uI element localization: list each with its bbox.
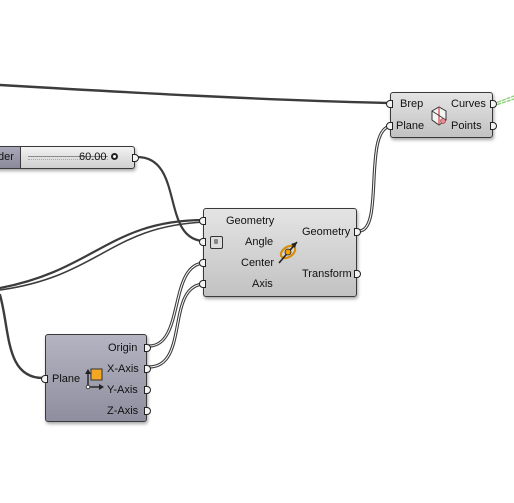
wire-geometry-to-plane[interactable]	[357, 124, 394, 233]
number-slider[interactable]: der 60.00	[0, 146, 139, 169]
input-geometry: Geometry	[226, 215, 275, 227]
plane-component[interactable]: Plane Origin X-Axis Y-Axis Z-Axis	[41, 334, 151, 422]
geometry-output-grip[interactable]	[354, 228, 361, 236]
slider-output-grip[interactable]	[132, 154, 139, 162]
wire-to-geometry-b[interactable]	[0, 221, 206, 291]
rotate-icon	[278, 241, 298, 264]
slider-track[interactable]	[28, 156, 108, 160]
output-origin: Origin	[108, 342, 138, 354]
output-x-axis: X-Axis	[107, 363, 139, 375]
slider-handle[interactable]	[111, 153, 118, 160]
z-axis-output-grip[interactable]	[144, 407, 151, 415]
curves-output-grip[interactable]	[490, 100, 497, 108]
output-transform: Transform	[302, 268, 352, 280]
slider-label-block: der	[0, 147, 21, 168]
slider-label: der	[0, 151, 14, 163]
input-plane: Plane	[396, 120, 425, 132]
output-geometry: Geometry	[302, 226, 351, 238]
wire-to-geometry-a[interactable]	[0, 218, 207, 290]
center-input-grip[interactable]	[199, 259, 206, 267]
angle-param-icon	[210, 236, 223, 249]
points-output-grip[interactable]	[490, 122, 497, 130]
input-brep: Brep	[400, 98, 424, 110]
input-axis: Axis	[252, 278, 273, 290]
transform-output-grip[interactable]	[354, 270, 361, 278]
deconstruct-brep-component[interactable]: Brep Plane Curves Points	[386, 92, 497, 138]
plane-input-grip[interactable]	[386, 122, 393, 130]
plane-comp-input-grip[interactable]	[41, 375, 48, 383]
geometry-input-grip[interactable]	[199, 217, 206, 225]
angle-input-grip[interactable]	[199, 238, 206, 246]
input-center: Center	[241, 257, 275, 269]
output-y-axis: Y-Axis	[107, 384, 138, 396]
y-axis-output-grip[interactable]	[144, 386, 151, 394]
output-z-axis: Z-Axis	[107, 405, 139, 417]
wire-to-plane-input[interactable]	[0, 293, 45, 380]
deconstruct-brep-icon	[431, 106, 447, 126]
x-axis-output-grip[interactable]	[144, 365, 151, 373]
plane-axes-icon	[85, 368, 104, 390]
brep-input-grip[interactable]	[386, 100, 393, 108]
rotate3d-component[interactable]: Geometry Angle Center Axis Geometry Tran…	[199, 208, 361, 297]
output-points: Points	[451, 120, 482, 132]
wire-to-brep[interactable]	[0, 83, 392, 105]
origin-output-grip[interactable]	[144, 344, 151, 352]
slider-value: 60.00	[79, 151, 107, 163]
wire-slider-to-angle[interactable]	[135, 155, 207, 243]
input-plane-comp: Plane	[52, 373, 81, 385]
output-curves: Curves	[451, 98, 486, 110]
input-angle: Angle	[245, 236, 274, 248]
axis-input-grip[interactable]	[199, 280, 206, 288]
